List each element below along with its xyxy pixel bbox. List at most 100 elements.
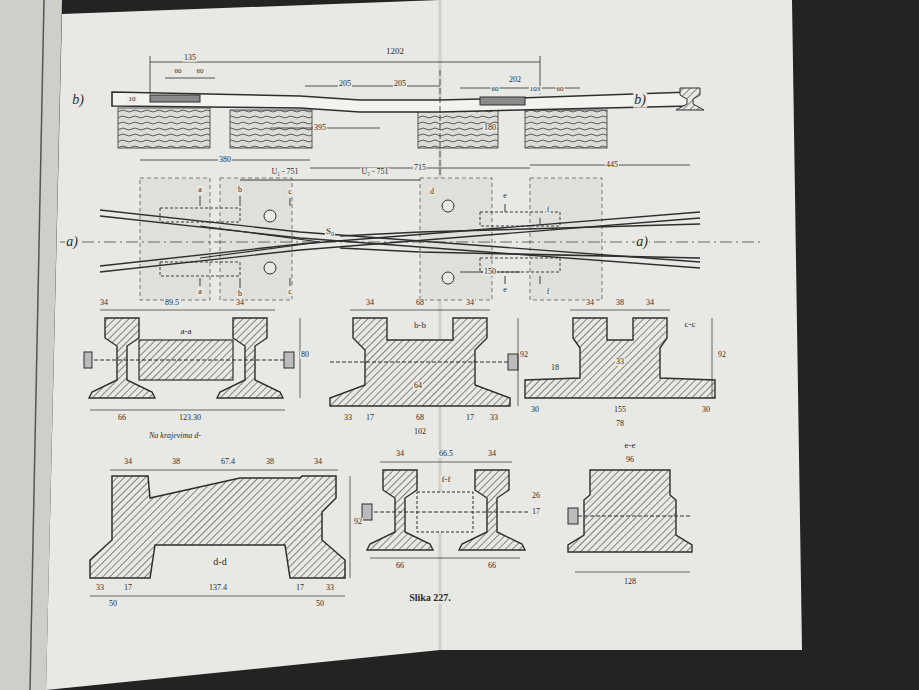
dimension-label: c-c (684, 320, 697, 329)
dimension-label: 150 (483, 268, 497, 276)
dimension-label: 60 (491, 86, 500, 93)
dimension-label: 34 (235, 299, 245, 307)
dimension-label: 34 (645, 299, 655, 307)
page (46, 0, 802, 690)
drawing-line (160, 208, 560, 276)
elevation-view (112, 56, 704, 175)
drawing-line (240, 196, 241, 206)
drawing-line (676, 88, 704, 110)
dimension-label: U₁ - 751 (270, 168, 299, 176)
dimension-label: 33 (325, 584, 335, 592)
drawing-line (362, 504, 372, 520)
drawing-line (518, 318, 519, 406)
drawing-line (140, 178, 210, 300)
dimension-label: 60 (196, 68, 205, 75)
spine (439, 0, 442, 650)
dimension-label: b-b (413, 321, 427, 330)
dimension-label: 18 (550, 364, 560, 372)
dimension-label: 30 (701, 406, 711, 414)
dimension-label: 34 (99, 299, 109, 307)
drawing-line (90, 476, 345, 578)
dimension-label: 96 (625, 456, 635, 464)
dimension-label: b (237, 186, 243, 194)
drawing-line (525, 110, 607, 148)
dimension-label: 30 (530, 406, 540, 414)
drawing-line (240, 180, 330, 181)
drawing-line (540, 276, 541, 284)
dimension-label: 50 (108, 600, 118, 608)
dimension-label: 103 (529, 86, 542, 93)
section-c-c (525, 310, 715, 398)
section-d-d (90, 470, 350, 596)
drawing-line (150, 56, 151, 94)
drawing-line (568, 470, 692, 552)
dimension-label: 34 (365, 299, 375, 307)
dimension-label: a (197, 288, 203, 296)
drawing-line (220, 178, 292, 300)
drawing-line (418, 110, 498, 148)
dimension-label: 445 (605, 161, 619, 169)
drawing-line (290, 198, 291, 206)
dimension-label: a) (65, 235, 79, 250)
drawing-line (367, 470, 433, 550)
dimension-label: 92 (353, 518, 363, 526)
dimension-label: 17 (123, 584, 133, 592)
dimension-label: 67.4 (220, 458, 236, 466)
drawing-line (370, 558, 520, 559)
drawing-line (90, 410, 285, 411)
dimension-label: 68 (415, 414, 425, 422)
drawing-line (284, 352, 294, 368)
drawing-line (530, 178, 602, 300)
dimension-label: 92 (717, 351, 727, 359)
drawing-line (200, 180, 540, 288)
dimension-label: 92 (519, 351, 529, 359)
section-f-f (362, 462, 530, 558)
drawing-line (200, 278, 201, 286)
drawing-line (362, 512, 530, 513)
section-b-b (330, 310, 518, 406)
dimension-label: 26 (531, 492, 541, 500)
dimension-label: 17 (295, 584, 305, 592)
dimension-label: 60 (556, 86, 565, 93)
drawing-line (305, 86, 440, 87)
dimension-label: 17 (365, 414, 375, 422)
dimension-label: 10 (128, 96, 137, 103)
drawing-line (84, 352, 92, 368)
dimension-label: a) (635, 235, 649, 250)
dimension-label: 715 (413, 164, 427, 172)
drawing-line (575, 572, 690, 573)
dimension-label: e-e (624, 441, 637, 450)
dimension-label: 64 (413, 382, 423, 390)
dimension-label: f (546, 288, 551, 296)
drawing-line (340, 248, 700, 258)
drawing-line (568, 508, 578, 524)
dimension-label: 202 (508, 76, 522, 84)
dimension-label: c (287, 288, 293, 296)
dimension-label: 34 (313, 458, 323, 466)
drawing-line (89, 318, 155, 398)
dimension-label: b (237, 290, 243, 298)
section-e-e (568, 470, 692, 572)
dimension-label: 38 (171, 458, 181, 466)
dimension-label: 33 (615, 358, 625, 366)
drawing-line (112, 92, 690, 112)
drawing-line (100, 212, 700, 266)
drawing-line (165, 78, 215, 79)
dimension-label: S₀ (325, 227, 335, 236)
dimension-label: 66 (395, 562, 405, 570)
drawing-line (264, 262, 276, 274)
dimension-label: 34 (123, 458, 133, 466)
section-a-a (84, 310, 300, 410)
drawing-line (230, 110, 312, 148)
drawing-line (100, 218, 700, 272)
drawing-line (540, 218, 541, 224)
drawing-line (480, 97, 525, 105)
dimension-label: 66.5 (438, 450, 454, 458)
dimension-label: 80 (300, 351, 310, 359)
dimension-label: 135 (183, 54, 197, 62)
dimension-label: c (287, 188, 293, 196)
drawing-line (330, 180, 420, 181)
dimension-label: 1202 (385, 47, 405, 56)
dimension-label: 33 (343, 414, 353, 422)
